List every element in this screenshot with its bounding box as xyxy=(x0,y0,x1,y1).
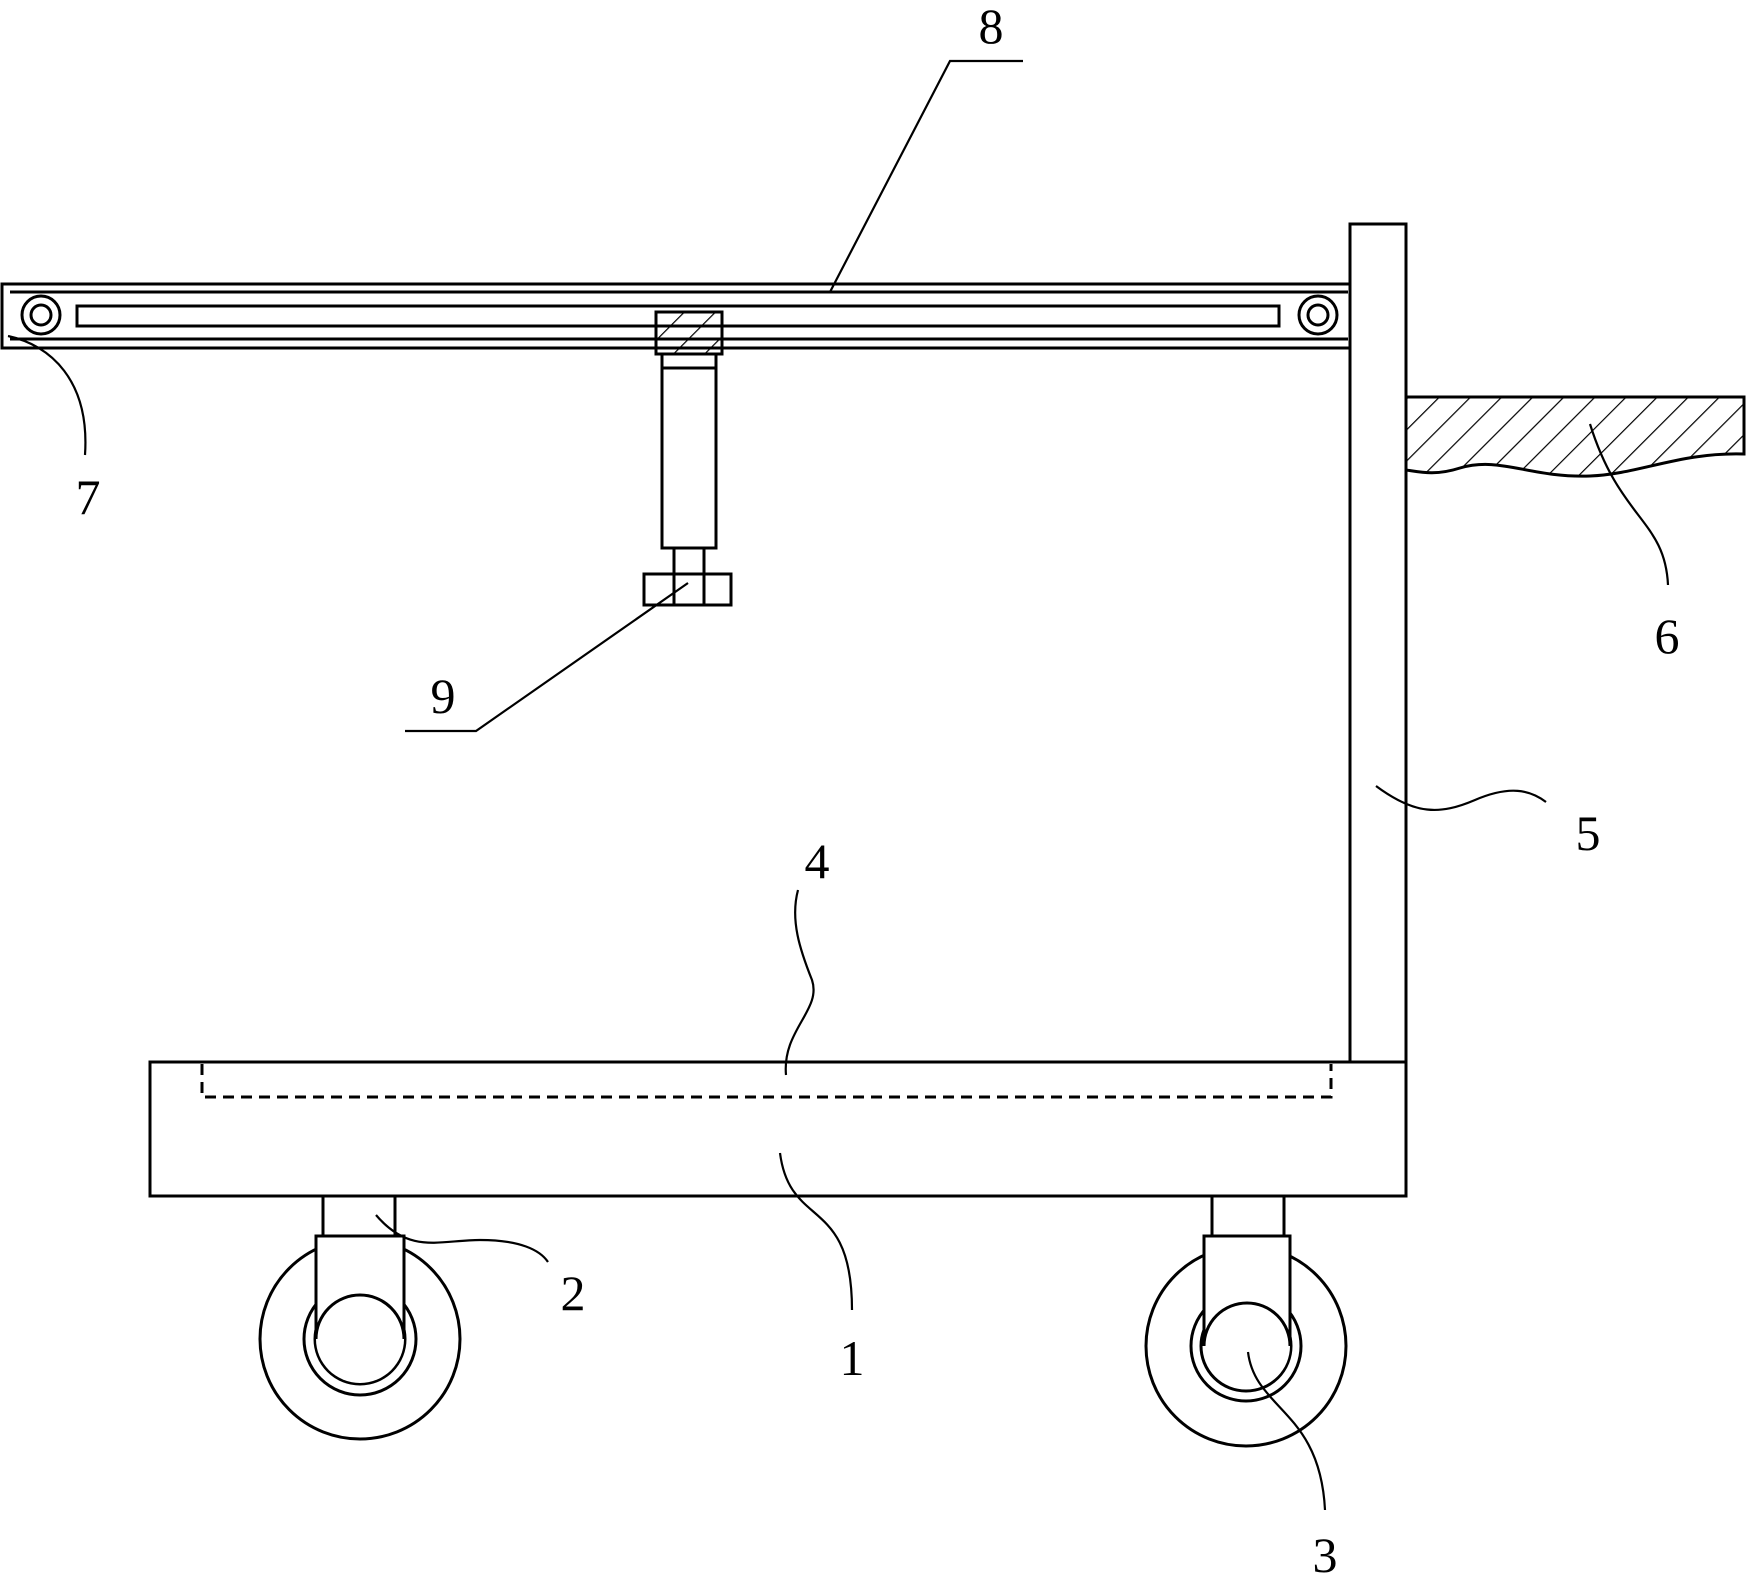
leader-2 xyxy=(375,1214,549,1263)
pulley-right xyxy=(1297,294,1339,336)
hatched-handle xyxy=(1404,395,1746,478)
leader-9 xyxy=(405,582,689,733)
leader-3 xyxy=(1246,1351,1327,1511)
base-platform xyxy=(148,1060,1408,1198)
leader-6 xyxy=(1588,423,1670,586)
label-1: 1 xyxy=(840,1330,865,1386)
label-7: 7 xyxy=(76,469,101,525)
leader-4 xyxy=(784,889,815,1076)
wheel-assembly-right xyxy=(1144,1194,1348,1448)
cylinder xyxy=(660,352,718,576)
dashed-tray xyxy=(200,1064,1333,1099)
leader-8 xyxy=(829,59,1023,293)
pulley-left xyxy=(20,294,62,336)
label-9: 9 xyxy=(431,668,456,724)
label-6: 6 xyxy=(1655,608,1680,664)
label-5: 5 xyxy=(1576,805,1601,861)
leader-1 xyxy=(778,1152,854,1311)
label-3: 3 xyxy=(1313,1527,1338,1577)
leader-7 xyxy=(7,334,87,456)
label-4: 4 xyxy=(805,833,830,889)
upright-post xyxy=(1348,222,1408,1064)
cylinder-head xyxy=(642,572,733,607)
leader-lines xyxy=(7,59,1670,1511)
label-8: 8 xyxy=(979,0,1004,54)
leader-5 xyxy=(1375,785,1547,811)
label-2: 2 xyxy=(561,1265,586,1321)
slider-block xyxy=(654,310,724,356)
wheel-assembly-left xyxy=(258,1194,462,1441)
